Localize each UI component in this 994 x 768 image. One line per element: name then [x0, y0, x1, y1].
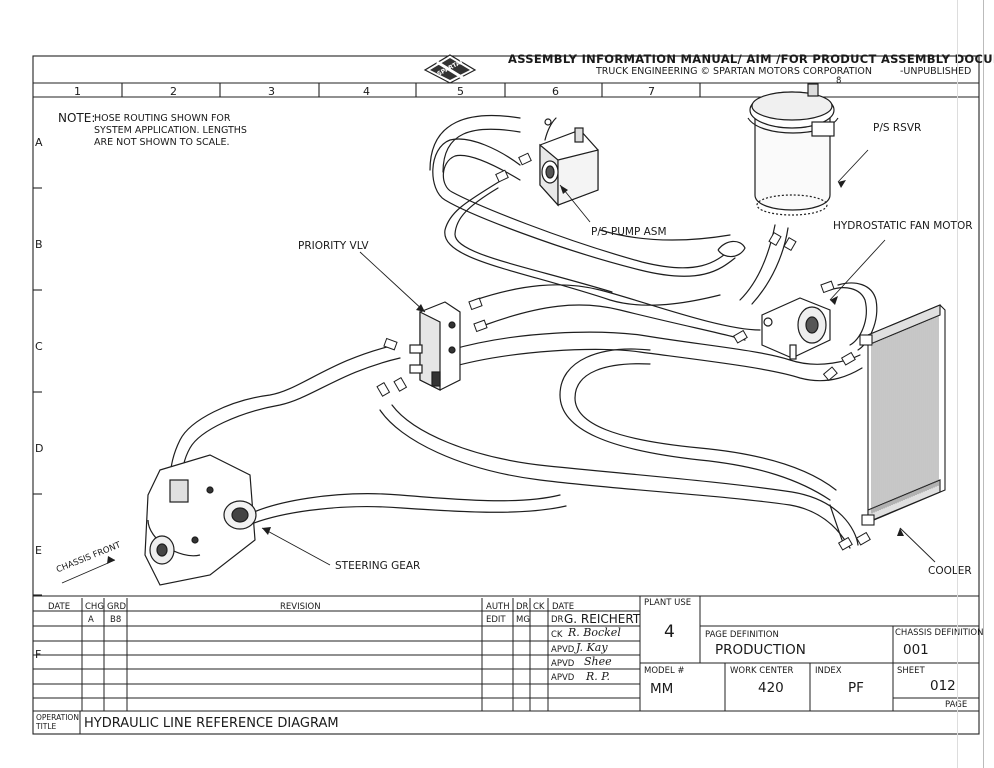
label-cooler: COOLER: [928, 565, 972, 577]
tb-apvd3-label: APVD: [551, 673, 575, 683]
note-lead: NOTE:: [58, 111, 96, 125]
grid-row-a: A: [35, 136, 43, 149]
tb-op-label-1: OPERATION: [36, 713, 79, 722]
tb-plant-use: 4: [664, 622, 675, 642]
page-edge-line: [983, 0, 984, 768]
page-edge-line-inner: [957, 0, 958, 768]
hose-fittings: [376, 152, 871, 551]
tb-col-grd: GRD: [107, 602, 127, 612]
tb-col-ck: CK: [533, 602, 545, 612]
tb-apvd3-signature: R. P.: [586, 670, 610, 683]
tb-chassis-def: 001: [903, 642, 929, 658]
fan-motor: [761, 297, 831, 360]
tb-rev-auth: EDIT: [486, 615, 506, 625]
tb-col-revision: REVISION: [280, 602, 321, 612]
header-title: ASSEMBLY INFORMATION MANUAL/ AIM /FOR PR…: [508, 52, 994, 66]
tb-col-date2: DATE: [552, 602, 575, 612]
tb-page-def-label: PAGE DEFINITION: [705, 630, 779, 640]
grid-col-4: 4: [363, 85, 370, 98]
spartan-logo: [423, 54, 477, 84]
grid-row-b: B: [35, 238, 43, 251]
tb-work-center: 420: [758, 680, 784, 696]
priority-valve: [409, 301, 461, 391]
tb-col-date: DATE: [48, 602, 71, 612]
grid-row-c: C: [35, 340, 43, 353]
tb-index: PF: [848, 680, 864, 696]
routing-note: NOTE: HOSE ROUTING SHOWN FOR SYSTEM APPL…: [58, 111, 247, 148]
cooler: [859, 304, 946, 526]
label-steering-gear: STEERING GEAR: [335, 560, 421, 572]
label-reservoir: P/S RSVR: [873, 122, 922, 134]
tb-ck-signature: R. Bockel: [568, 626, 621, 639]
tb-rev-dr: MG: [516, 615, 530, 625]
tb-rev-chg: A: [88, 615, 94, 625]
grid-col-5: 5: [457, 85, 464, 98]
label-priority-valve: PRIORITY VLV: [298, 240, 369, 252]
tb-chassis-def-label: CHASSIS DEFINITION: [895, 628, 984, 638]
label-pump: P/S PUMP ASM: [591, 226, 667, 238]
grid-row-e: E: [35, 544, 42, 557]
tb-dr-label: DR: [551, 615, 564, 625]
steering-gear: [144, 454, 257, 586]
tb-model: MM: [650, 681, 674, 697]
tb-col-auth: AUTH: [486, 602, 510, 612]
tb-apvd2-signature: Shee: [584, 655, 612, 668]
tb-apvd1-label: APVD: [551, 645, 575, 655]
header-extra: 8: [836, 76, 842, 86]
grid-row-f: F: [35, 648, 42, 661]
note-line-3: ARE NOT SHOWN TO SCALE.: [94, 137, 230, 148]
tb-rev-grd: B8: [110, 615, 122, 625]
grid-col-7: 7: [648, 85, 655, 98]
tb-ck-label: CK: [551, 630, 563, 640]
tb-page-label: PAGE: [945, 700, 967, 710]
tb-col-dr: DR: [516, 602, 529, 612]
tb-sheet-label: SHEET: [897, 666, 925, 676]
grid-col-6: 6: [552, 85, 559, 98]
hose-lines: [169, 115, 878, 549]
pump-assembly: [539, 118, 599, 207]
tb-index-label: INDEX: [815, 666, 842, 676]
reservoir: [717, 83, 839, 258]
title-block-lines: [32, 595, 979, 734]
callout-arrowheads: [107, 180, 904, 564]
tb-op-title: HYDRAULIC LINE REFERENCE DIAGRAM: [84, 716, 339, 731]
grid-col-1: 1: [74, 85, 81, 98]
tb-sheet: 012: [930, 678, 956, 694]
grid-row-d: D: [35, 442, 44, 455]
tb-apvd2-label: APVD: [551, 659, 575, 669]
grid-col-2: 2: [170, 85, 177, 98]
tb-work-center-label: WORK CENTER: [730, 666, 794, 676]
label-fan-motor: HYDROSTATIC FAN MOTOR: [833, 220, 973, 232]
drawing-border: [32, 55, 980, 735]
note-line-1: HOSE ROUTING SHOWN FOR: [94, 113, 231, 124]
header-status: -UNPUBLISHED: [900, 66, 972, 77]
tb-dr-name: G. REICHERT: [564, 612, 641, 626]
grid-col-3: 3: [268, 85, 275, 98]
header-subtitle: TRUCK ENGINEERING © SPARTAN MOTORS CORPO…: [596, 66, 872, 77]
tb-op-label-2: TITLE: [36, 722, 57, 731]
tb-col-chg: CHG: [85, 602, 104, 612]
note-line-2: SYSTEM APPLICATION. LENGTHS: [94, 125, 247, 136]
tb-plant-use-label: PLANT USE: [644, 598, 692, 608]
tb-model-label: MODEL #: [644, 666, 685, 676]
tb-page-def: PRODUCTION: [715, 642, 806, 658]
tb-apvd1-signature: J. Kay: [576, 641, 608, 654]
